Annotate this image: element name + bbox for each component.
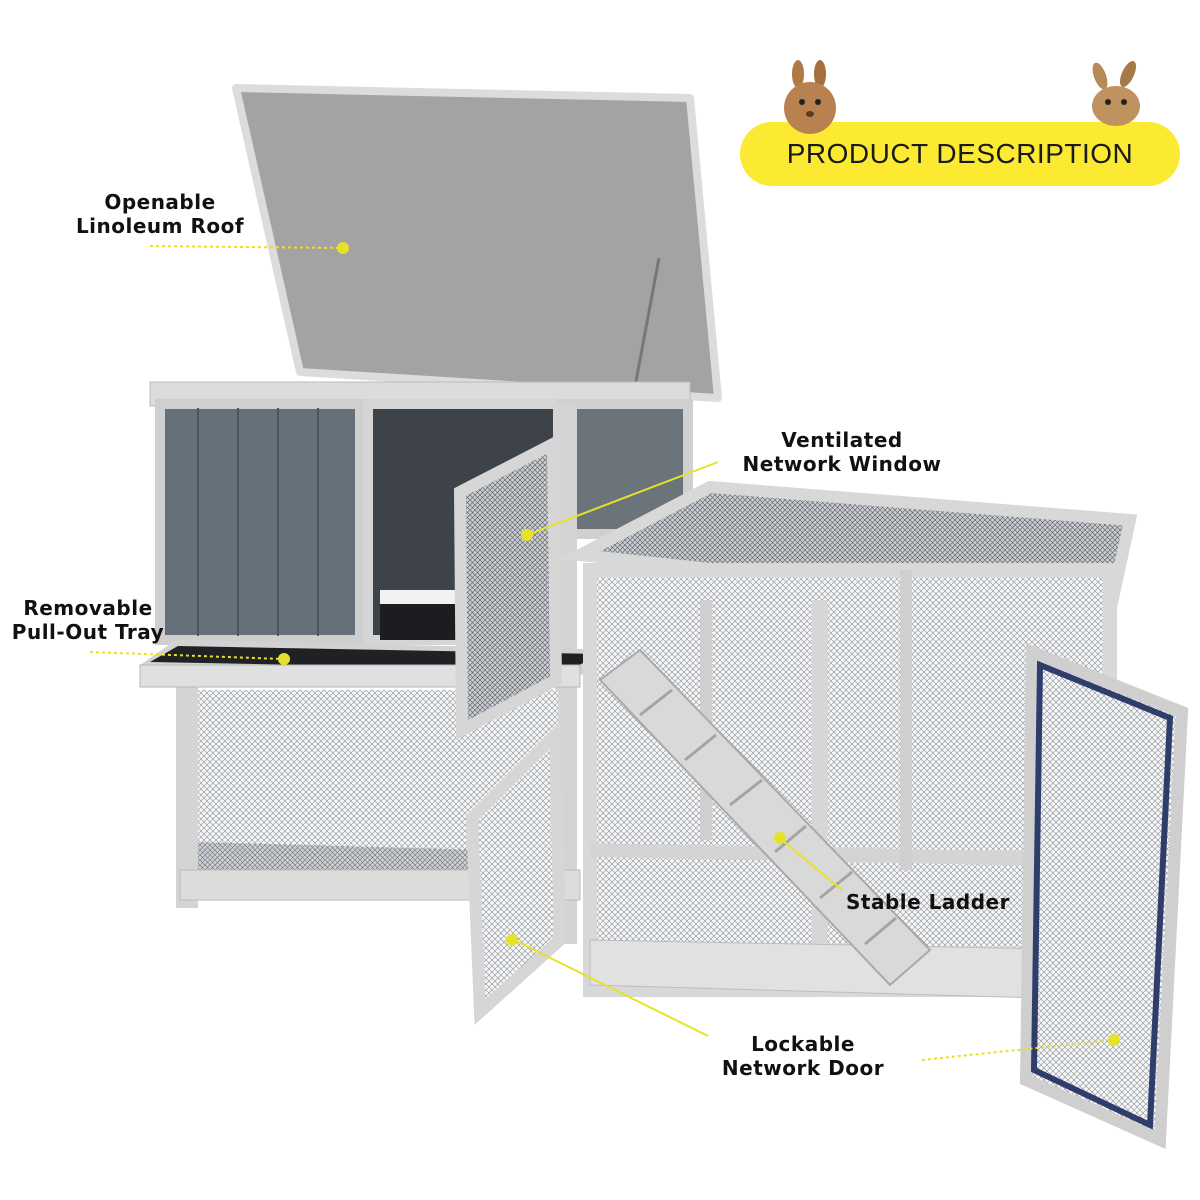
callout-tray-line1: Removable [23,596,153,620]
banner-title: PRODUCT DESCRIPTION [786,138,1134,169]
callout-window: Ventilated Network Window [722,428,962,476]
callout-tray: Removable Pull-Out Tray [6,596,170,644]
callout-tray-line2: Pull-Out Tray [11,620,165,644]
callout-window-line2: Network Window [742,452,942,476]
rabbit-icon [1092,61,1140,126]
ladder [598,648,932,987]
callout-roof-line2: Linoleum Roof [75,214,245,238]
callout-door: Lockable Network Door [706,1032,900,1080]
callout-ladder-line1: Stable Ladder [846,890,1010,914]
callout-ladder: Stable Ladder [836,890,1020,914]
callout-door-line1: Lockable [751,1032,855,1056]
roof [232,84,722,402]
callout-roof: Openable Linoleum Roof [40,190,280,238]
rabbit-icon [784,60,836,134]
callout-leaders [89,242,1120,1061]
upper-window-door [453,434,563,740]
callout-window-line1: Ventilated [781,428,903,452]
callout-roof-line1: Openable [104,190,216,214]
lower-door [465,720,567,1025]
run-door [1019,643,1189,1150]
callout-door-line2: Network Door [721,1056,885,1080]
